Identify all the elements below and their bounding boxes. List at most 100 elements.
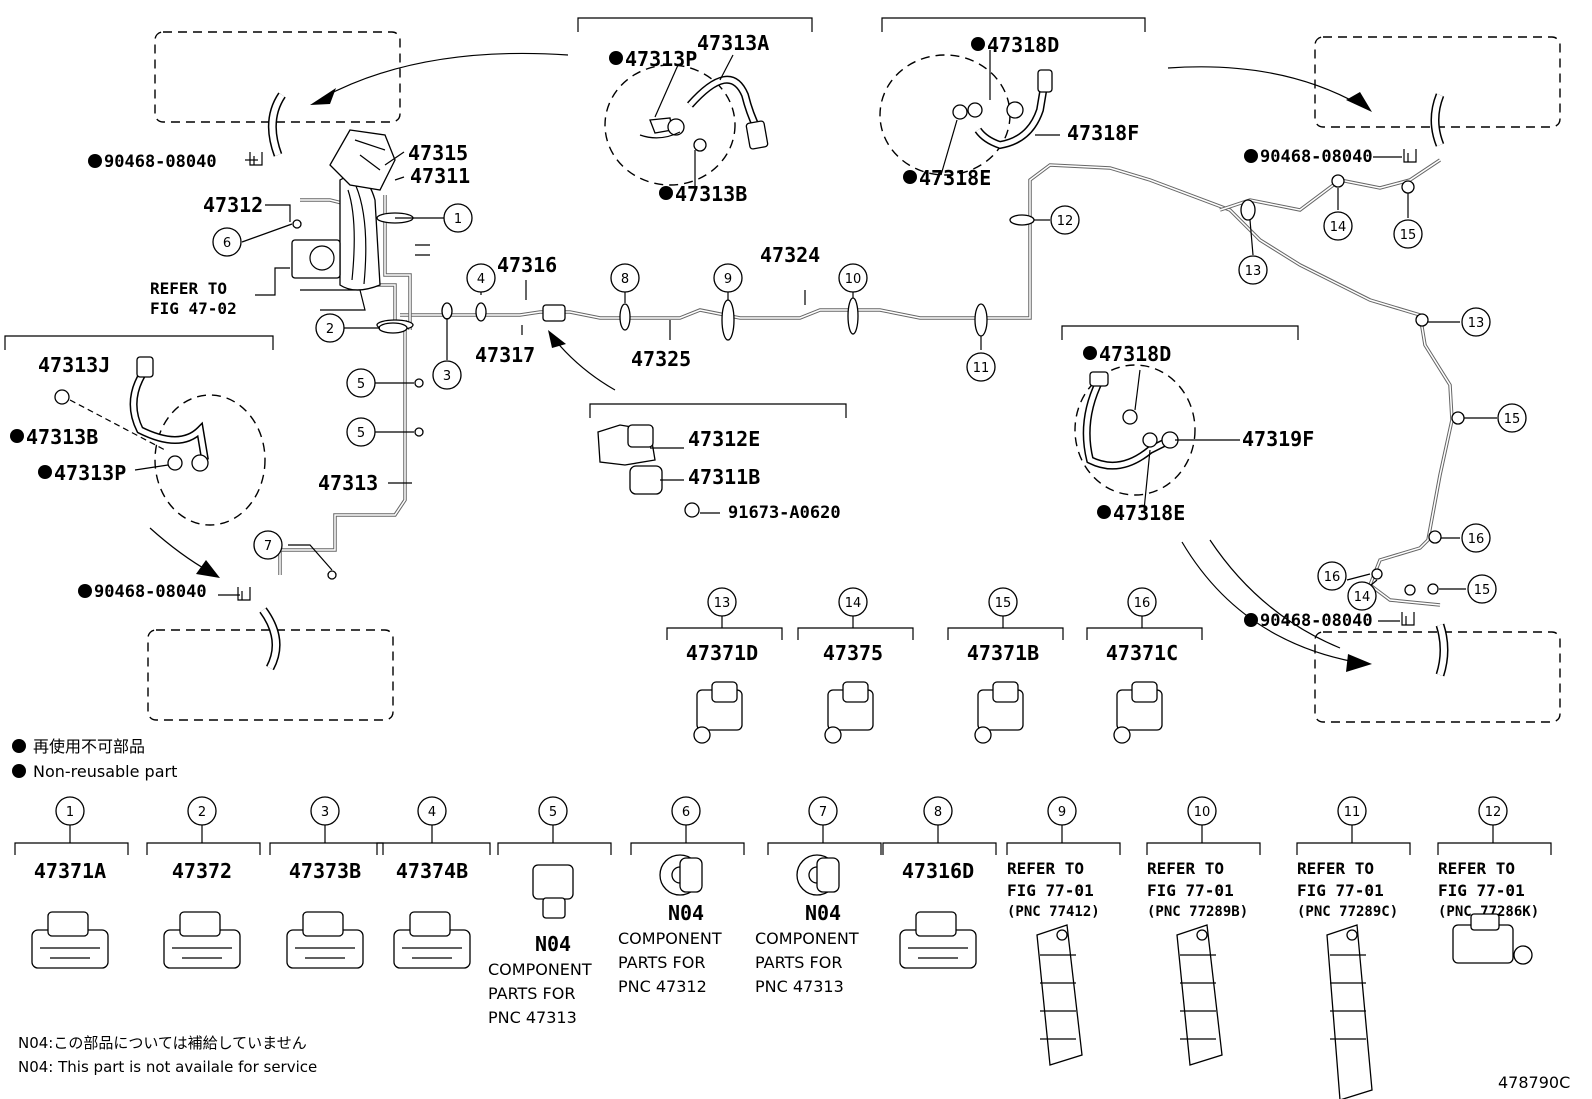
svg-text:6: 6 xyxy=(682,805,690,820)
svg-text:2: 2 xyxy=(198,805,206,820)
label-47311B: 47311B xyxy=(688,465,760,489)
detail-clip-47312E xyxy=(597,424,700,518)
clip-catalog-bottom: 147371A247372347373B447374B5N04COMPONENT… xyxy=(14,796,1552,1099)
clip-9-pnc: (PNC 77412) xyxy=(1007,904,1100,920)
callout-16: 16 xyxy=(1317,561,1347,591)
callout-14: 14 xyxy=(1347,581,1377,611)
label-47313P-left: 47313P xyxy=(54,461,126,485)
clip-12-callout: 12 xyxy=(1478,796,1508,826)
clip-3-callout: 3 xyxy=(310,796,340,826)
label-47316: 47316 xyxy=(497,253,557,277)
clip-9-image xyxy=(1036,924,1083,1066)
clip-14-callout: 14 xyxy=(838,587,868,617)
clip-5-note-2: PARTS FOR xyxy=(488,984,575,1003)
label-90468-rl: 90468-08040 xyxy=(94,582,207,602)
legend-jp: 再使用不可部品 xyxy=(33,737,145,756)
label-47313J: 47313J xyxy=(38,353,110,377)
detail-rear-right-hose xyxy=(1074,364,1196,496)
clip-6-code: N04 xyxy=(668,901,704,925)
svg-text:13: 13 xyxy=(1245,264,1262,279)
label-47319F: 47319F xyxy=(1242,427,1314,451)
detail-rear-left-hose xyxy=(54,356,266,526)
clip-12-image xyxy=(1452,913,1533,965)
svg-text:11: 11 xyxy=(973,361,990,376)
legend: 再使用不可部品 Non-reusable part xyxy=(12,737,177,781)
arrow-clip-up xyxy=(548,330,616,391)
callout-11: 11 xyxy=(966,352,996,382)
label-47313B-left: 47313B xyxy=(26,425,98,449)
clip-8-image xyxy=(899,911,977,969)
clip-9-callout: 9 xyxy=(1047,796,1077,826)
arrow-to-rear-left xyxy=(149,527,220,578)
clip-4-image xyxy=(393,911,471,969)
clip-2-callout: 2 xyxy=(187,796,217,826)
label-47313B-top: 47313B xyxy=(675,182,747,206)
clip-2-image xyxy=(163,911,241,969)
svg-text:14: 14 xyxy=(845,596,862,611)
svg-text:5: 5 xyxy=(357,377,365,392)
clip-11-refer-2: FIG 77-01 xyxy=(1297,881,1384,900)
svg-text:10: 10 xyxy=(1194,805,1211,820)
clip-12-refer-1: REFER TO xyxy=(1438,859,1515,878)
svg-text:16: 16 xyxy=(1468,532,1485,547)
clip-5-note-3: PNC 47313 xyxy=(488,1008,577,1027)
clip-1-image xyxy=(31,911,109,969)
clip-9-refer-1: REFER TO xyxy=(1007,859,1084,878)
brake-tube-main xyxy=(400,163,1454,607)
clip-16-callout: 16 xyxy=(1127,587,1157,617)
callout-13: 13 xyxy=(1238,255,1268,285)
label-47318D-mid: 47318D xyxy=(1099,342,1171,366)
clip-7-image xyxy=(796,854,840,896)
arrow-to-front-right xyxy=(1167,66,1372,112)
note-jp: N04:この部品については補給していません xyxy=(18,1034,307,1052)
label-47312: 47312 xyxy=(203,193,263,217)
svg-text:16: 16 xyxy=(1134,596,1151,611)
clip-5-callout: 5 xyxy=(538,796,568,826)
svg-text:13: 13 xyxy=(714,596,731,611)
svg-text:11: 11 xyxy=(1344,805,1361,820)
svg-text:5: 5 xyxy=(357,426,365,441)
notes: N04:この部品については補給していません N04: This part is … xyxy=(18,1034,317,1076)
label-47318E-mid: 47318E xyxy=(1113,501,1185,525)
clip-5-code: N04 xyxy=(535,932,571,956)
figure-id: 478790C xyxy=(1498,1073,1570,1092)
clip-13-pn: 47371D xyxy=(686,641,758,665)
tube-clips xyxy=(292,174,1465,596)
label-fig-47-02: FIG 47-02 xyxy=(150,299,237,318)
clip-10-image xyxy=(1176,924,1223,1066)
clip-15-callout: 15 xyxy=(988,587,1018,617)
brake-tube-rear-left xyxy=(278,320,407,575)
callout-6: 6 xyxy=(212,227,242,257)
svg-text:12: 12 xyxy=(1485,805,1502,820)
callout-15: 15 xyxy=(1497,403,1527,433)
dest-box-front-left xyxy=(154,31,401,123)
clip-12-refer-2: FIG 77-01 xyxy=(1438,881,1525,900)
clip-16-image xyxy=(1113,681,1163,744)
detail-front-right-hose xyxy=(879,54,1053,176)
callout-1: 1 xyxy=(443,203,473,233)
clip-13-callout: 13 xyxy=(707,587,737,617)
label-47312E: 47312E xyxy=(688,427,760,451)
union-markers xyxy=(237,149,1417,626)
svg-text:15: 15 xyxy=(1474,583,1491,598)
callout-5: 5 xyxy=(346,368,376,398)
callout-16: 16 xyxy=(1461,523,1491,553)
svg-text:4: 4 xyxy=(477,272,485,287)
abs-actuator-assembly xyxy=(291,129,430,331)
clip-8-pn: 47316D xyxy=(902,859,974,883)
clip-7-callout: 7 xyxy=(808,796,838,826)
arrow-to-rear-right xyxy=(1181,539,1372,672)
svg-text:15: 15 xyxy=(1400,228,1417,243)
svg-text:2: 2 xyxy=(326,322,334,337)
clip-15-pn: 47371B xyxy=(967,641,1039,665)
clip-10-pnc: (PNC 77289B) xyxy=(1147,904,1248,920)
label-47325: 47325 xyxy=(631,347,691,371)
svg-text:8: 8 xyxy=(621,272,629,287)
svg-text:10: 10 xyxy=(845,272,862,287)
callout-14: 14 xyxy=(1323,211,1353,241)
svg-text:7: 7 xyxy=(264,539,272,554)
clip-12-pnc: (PNC 77286K) xyxy=(1438,904,1539,920)
label-47311: 47311 xyxy=(410,164,470,188)
clip-11-image xyxy=(1326,924,1373,1099)
